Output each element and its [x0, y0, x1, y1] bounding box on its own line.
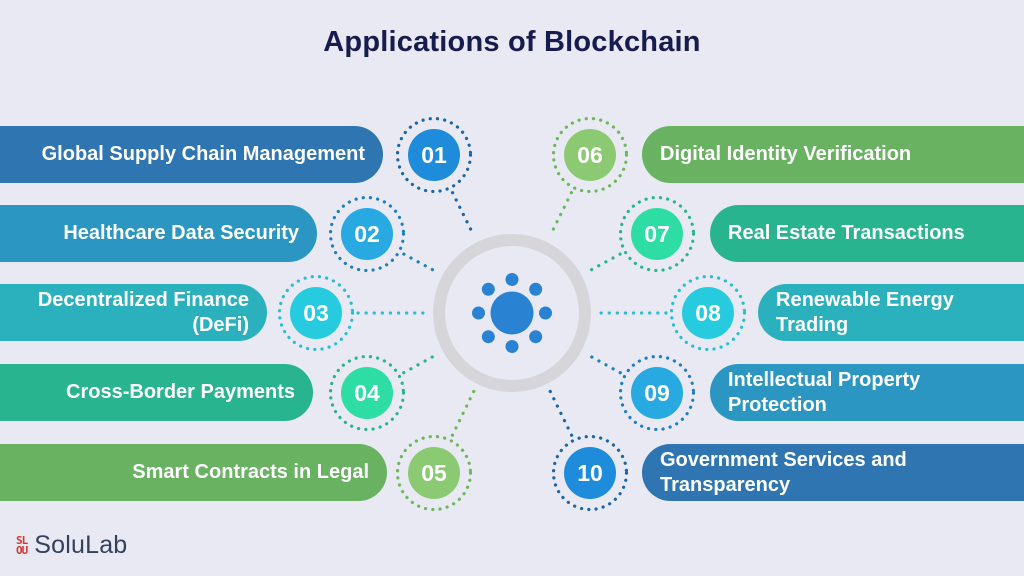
bar-item-09: Intellectual Property Protection — [710, 364, 1024, 421]
badge-03: 03 — [290, 287, 342, 339]
bar-item-03: Decentralized Finance (DeFi) — [0, 284, 267, 341]
badge-number: 02 — [354, 220, 380, 247]
badge-10: 10 — [564, 447, 616, 499]
bar-item-01: Global Supply Chain Management — [0, 126, 383, 183]
bar-label: Cross-Border Payments — [66, 381, 295, 403]
solulab-logo-icon: SL OU — [16, 533, 28, 557]
badge-number: 01 — [421, 141, 447, 168]
badge-number: 03 — [303, 299, 329, 326]
badge-01: 01 — [408, 129, 460, 181]
bar-label: Digital Identity Verification — [660, 143, 912, 165]
badge-number: 09 — [644, 379, 670, 406]
badge-04: 04 — [341, 367, 393, 419]
bar-item-06: Digital Identity Verification — [642, 126, 1024, 183]
badge-08: 08 — [682, 287, 734, 339]
bar-label: Healthcare Data Security — [63, 222, 299, 244]
badge-02: 02 — [341, 208, 393, 260]
bar-label: Smart Contracts in Legal — [132, 461, 369, 483]
logo-icon-row: OU — [16, 543, 28, 557]
bar-label: Government Services and Transparency — [660, 448, 907, 496]
bar-item-04: Cross-Border Payments — [0, 364, 313, 421]
badge-05: 05 — [408, 447, 460, 499]
bar-item-10: Government Services and Transparency — [642, 444, 1024, 501]
logo-icon-row: SL — [16, 533, 28, 547]
bar-item-05: Smart Contracts in Legal — [0, 444, 387, 501]
badge-number: 04 — [354, 379, 380, 406]
bar-label: Decentralized Finance (DeFi) — [37, 288, 249, 336]
badge-number: 05 — [421, 459, 447, 486]
badge-number: 10 — [577, 459, 603, 486]
solulab-logo-text: SoluLab — [34, 531, 128, 559]
bar-label: Intellectual Property Protection — [728, 368, 921, 416]
badge-number: 06 — [577, 141, 603, 168]
bar-label: Global Supply Chain Management — [41, 143, 365, 165]
badge-07: 07 — [631, 208, 683, 260]
badge-06: 06 — [564, 129, 616, 181]
badge-number: 07 — [644, 220, 670, 247]
badge-number: 08 — [695, 299, 721, 326]
bar-item-07: Real Estate Transactions — [710, 205, 1024, 262]
bar-item-02: Healthcare Data Security — [0, 205, 317, 262]
bar-label: Real Estate Transactions — [728, 222, 965, 244]
bar-label: Renewable Energy Trading — [776, 288, 954, 336]
badge-09: 09 — [631, 367, 683, 419]
page-title: Applications of Blockchain — [323, 26, 701, 58]
bar-item-08: Renewable Energy Trading — [758, 284, 1024, 341]
solulab-logo: SL OU SoluLab — [16, 531, 127, 560]
